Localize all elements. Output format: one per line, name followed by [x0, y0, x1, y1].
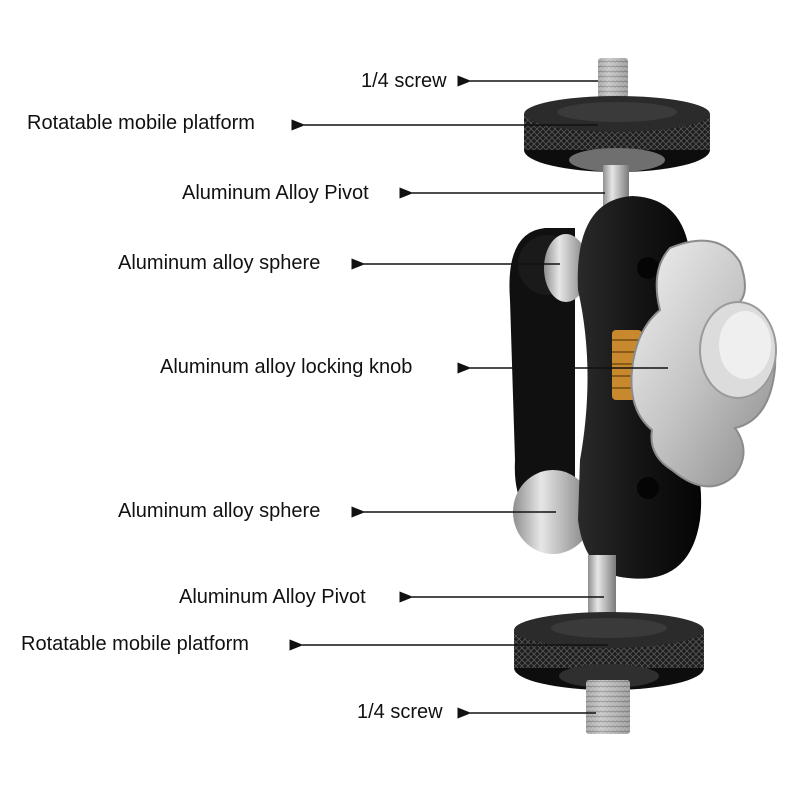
label-top-screw: 1/4 screw	[361, 70, 447, 92]
label-bottom-pivot: Aluminum Alloy Pivot	[179, 586, 366, 608]
top-screw-icon	[598, 58, 628, 100]
label-top-pivot: Aluminum Alloy Pivot	[182, 182, 369, 204]
top-sphere-icon	[544, 234, 588, 302]
top-platform-icon	[524, 96, 710, 172]
label-bottom-sphere: Aluminum alloy sphere	[118, 500, 321, 522]
bottom-platform-icon	[514, 612, 704, 690]
bottom-pivot-icon	[588, 555, 616, 617]
label-top-sphere: Aluminum alloy sphere	[118, 252, 321, 274]
locking-knob-icon	[630, 239, 777, 488]
bottom-screw-icon	[586, 680, 630, 734]
label-locking-knob: Aluminum alloy locking knob	[160, 356, 413, 378]
label-bottom-platform: Rotatable mobile platform	[21, 633, 249, 655]
label-bottom-screw: 1/4 screw	[357, 701, 443, 723]
label-top-platform: Rotatable mobile platform	[27, 112, 255, 134]
